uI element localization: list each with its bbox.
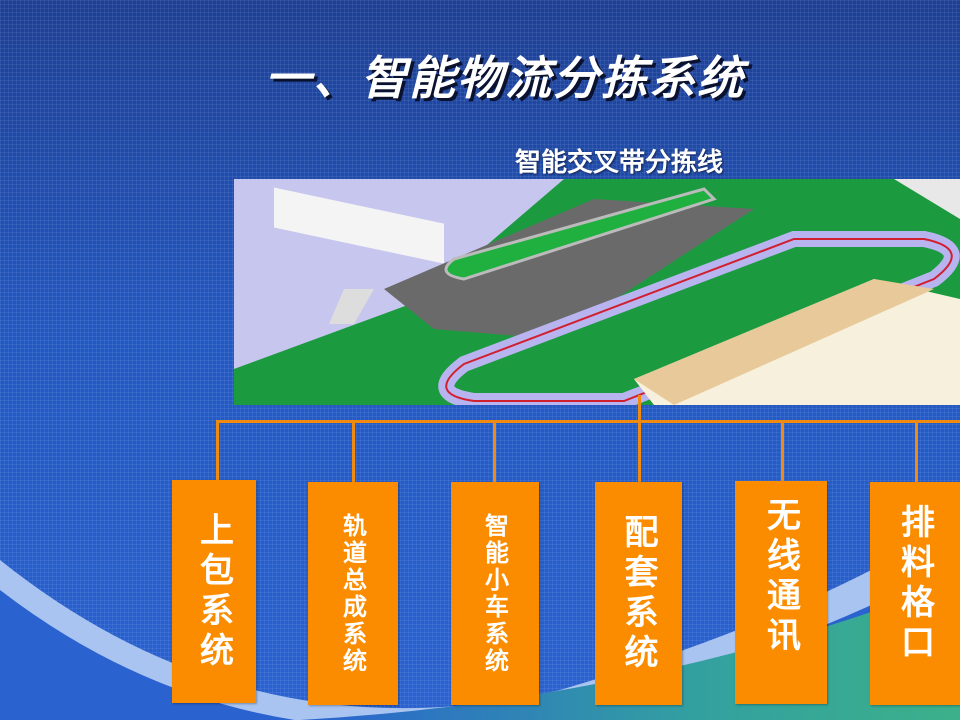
slide-title: 一、智能物流分拣系统 [265, 51, 745, 105]
connector-2 [352, 420, 355, 482]
sorting-line-image [234, 179, 960, 405]
subsystem-box-track: 轨道总成系统 [308, 482, 398, 705]
subsystem-box-loading: 上包系统 [172, 480, 256, 703]
connector-6 [915, 420, 918, 482]
sorting-line-illustration [234, 179, 960, 405]
connector-horizontal [216, 420, 960, 423]
connector-trunk [638, 395, 641, 482]
image-caption: 智能交叉带分拣线 [515, 148, 724, 178]
subsystem-box-smart-cart: 智能小车系统 [451, 482, 539, 705]
subsystem-box-auxiliary: 配套系统 [595, 482, 682, 705]
connector-1 [216, 420, 219, 480]
connector-5 [781, 420, 784, 481]
subsystem-box-chute: 排料格口 [870, 482, 960, 705]
connector-3 [493, 420, 496, 482]
subsystem-box-wireless: 无线通讯 [735, 481, 827, 704]
